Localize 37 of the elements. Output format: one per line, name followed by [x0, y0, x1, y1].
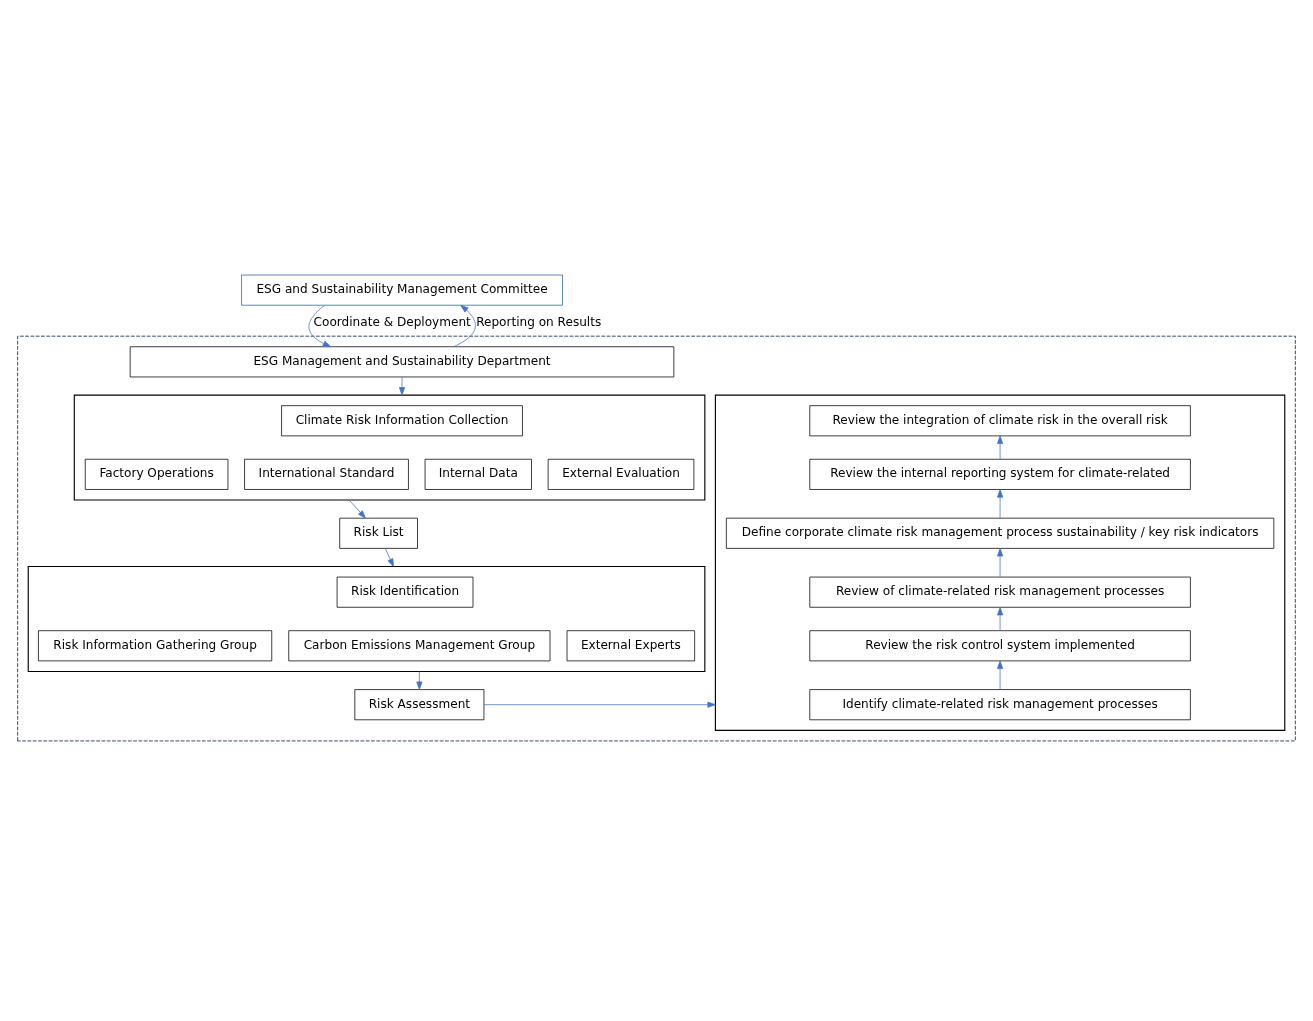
node-box: ESG Management and Sustainability Department — [129, 345, 675, 377]
arrow — [416, 670, 423, 690]
node-box: Risk Information Gathering Group — [38, 629, 273, 661]
arrow — [997, 488, 1004, 518]
arrow — [997, 606, 1004, 631]
node-box: Review the integration of climate risk in the overall risk — [809, 404, 1191, 436]
cluster — [714, 394, 1286, 731]
node-box: Risk List — [339, 517, 418, 549]
node-box: Carbon Emissions Management Group — [288, 629, 551, 661]
arrow — [399, 376, 406, 395]
node-box: Review the internal reporting system for climate-related — [809, 458, 1191, 490]
arrow — [348, 499, 366, 518]
node-box: Factory Operations — [84, 458, 229, 490]
cluster — [17, 335, 1296, 741]
arrow — [997, 547, 1004, 577]
node-box: Define corporate climate risk management process sustainability / key risk indicators — [725, 517, 1275, 549]
node-box: Climate Risk Information Collection — [281, 404, 523, 436]
node-box: Review the risk control system implemented — [809, 629, 1191, 661]
node-box: Risk Identification — [336, 576, 474, 608]
node-box: Review of climate-related risk management processes — [809, 576, 1191, 608]
arrow — [384, 547, 394, 567]
node-box: ESG and Sustainability Management Committee — [241, 274, 563, 306]
arrow — [453, 304, 476, 347]
node-box: International Standard — [244, 458, 409, 490]
arrow — [997, 660, 1004, 690]
cluster — [73, 394, 706, 501]
node-box: Internal Data — [424, 458, 532, 490]
arrow — [997, 435, 1004, 460]
node-box: Identify climate-related risk management processes — [809, 688, 1191, 720]
edge-label: Coordinate & Deployment — [313, 314, 471, 329]
arrow — [308, 304, 332, 347]
cluster — [27, 565, 706, 672]
node-box: External Evaluation — [547, 458, 695, 490]
edge-label: Reporting on Results — [476, 314, 602, 329]
node-box: External Experts — [566, 629, 695, 661]
node-box: Risk Assessment — [354, 688, 485, 720]
arrow — [483, 701, 716, 708]
